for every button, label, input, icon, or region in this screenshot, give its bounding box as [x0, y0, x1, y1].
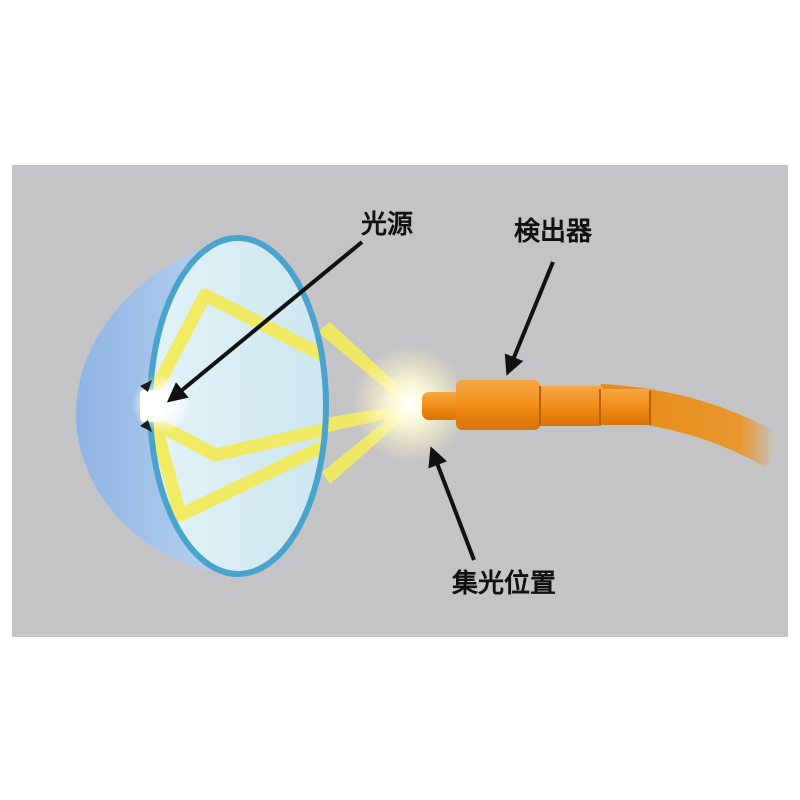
detector-joint — [600, 389, 650, 425]
focus-glow — [352, 346, 468, 462]
arrow-light-source — [166, 240, 364, 403]
detector-body — [456, 380, 540, 430]
detector-tip — [422, 392, 460, 420]
light-source-label: 光源 — [361, 210, 414, 240]
arrow-focus-position — [428, 446, 476, 561]
lamp-bracket-top — [140, 380, 152, 392]
detector-collar — [537, 386, 603, 426]
focus-position-label: 集光位置 — [452, 569, 557, 599]
light-source-lamp — [140, 390, 162, 422]
arrow-detector — [504, 261, 555, 376]
detector-label: 検出器 — [514, 217, 593, 247]
lamp-bracket-bottom — [140, 420, 152, 432]
detector — [422, 380, 651, 430]
